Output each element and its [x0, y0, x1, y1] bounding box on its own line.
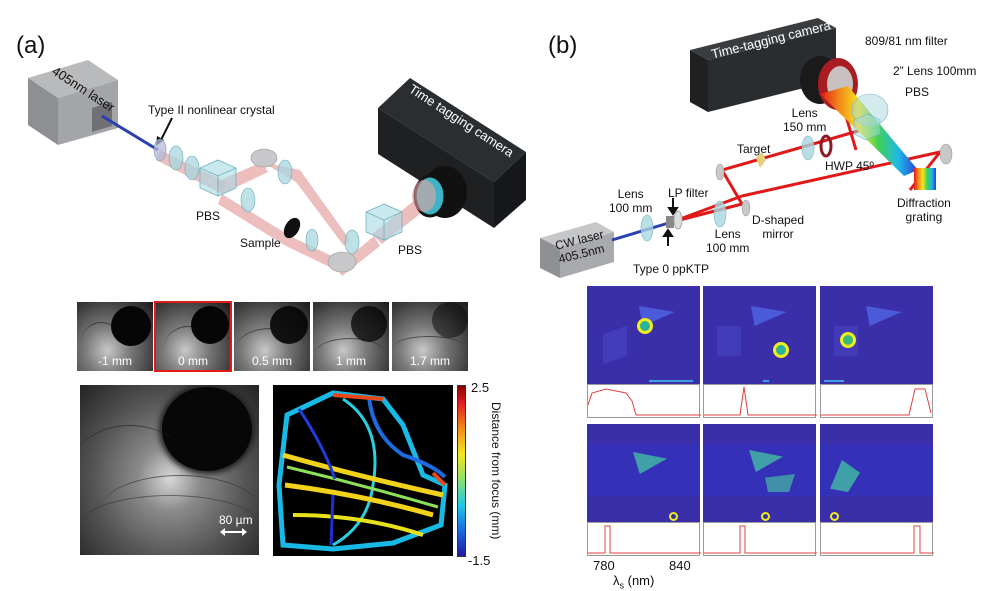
hwp-plate [819, 134, 833, 158]
focus-thumb: 0.5 mm [234, 302, 310, 371]
focus-thumb: 1 mm [313, 302, 389, 371]
colorbar-max-label: 2.5 [471, 380, 490, 395]
focus-thumb: -1 mm [77, 302, 153, 371]
panel-b-label: (b) [548, 32, 578, 59]
in-focus-image: 80 µm [80, 385, 259, 555]
focus-caption: 0 mm [178, 354, 208, 368]
focus-thumb-selected: 0 mm [154, 301, 232, 372]
target-label: Target [737, 142, 771, 156]
lenses [153, 138, 360, 255]
x-tick-840: 840 [669, 558, 691, 573]
time-tagging-camera-b [690, 18, 858, 112]
marker-circle [637, 318, 653, 334]
pump-beam [101, 114, 159, 152]
spectral-image [703, 424, 816, 522]
crystal-arrow [159, 117, 173, 143]
pbs1-label: PBS [196, 209, 221, 223]
diffraction-grating [914, 168, 936, 190]
sample-disc [283, 217, 301, 239]
sample-label: Sample [240, 236, 281, 250]
spectrum-trace [703, 522, 817, 556]
spectral-image [820, 286, 933, 384]
lens100a-label: Lens 100 mm [609, 187, 653, 215]
lp-filter-label: LP filter [668, 186, 709, 200]
marker-circle [830, 512, 839, 521]
focus-thumb: 1.7 mm [392, 302, 468, 371]
grating-label: Diffraction grating [897, 196, 951, 224]
crystal-b-label: Type 0 ppKTP [633, 262, 710, 276]
marker-circle [761, 512, 770, 521]
spectrum-trace [703, 384, 817, 418]
focus-caption: -1 mm [98, 354, 132, 368]
x-tick-780: 780 [593, 558, 615, 573]
spectrum-trace [820, 384, 933, 418]
crystal-label: Type II nonlinear crystal [148, 103, 275, 117]
lens-2in-label: 2” Lens 100mm [893, 64, 977, 78]
spectrum-trace [587, 384, 701, 418]
depth-map-vessels [276, 390, 448, 552]
depth-colorbar [457, 385, 466, 557]
d-mirror-label: D-shaped mirror [752, 213, 805, 241]
scalebar-label: 80 µm [219, 513, 253, 527]
marker-circle [669, 512, 678, 521]
hwp-label: HWP 45º [825, 159, 874, 173]
colorbar-min-label: -1.5 [468, 553, 491, 568]
spectrum-trace [820, 522, 934, 556]
cw-laser [540, 222, 614, 278]
lpfilter-arrows [662, 198, 679, 246]
x-axis-label: λs (nm) [613, 573, 655, 591]
spectrum-trace [587, 522, 701, 556]
panel-a-label: (a) [16, 32, 46, 59]
scalebar-arrow-icon [222, 531, 244, 533]
pbs2-label: PBS [398, 243, 423, 257]
pbs-b-label: PBS [905, 85, 930, 99]
crystal-b [666, 210, 683, 230]
lens100b-label: Lens 100 mm [706, 227, 750, 255]
spectral-image [587, 424, 700, 522]
time-tagging-camera-a [378, 78, 526, 228]
target-object [756, 152, 766, 168]
filter-label: 809/81 nm filter [865, 34, 948, 48]
pbs-cube-b [853, 113, 881, 141]
marker-circle [773, 342, 789, 358]
focus-caption: 1.7 mm [409, 354, 450, 368]
lens150-label: Lens 150 mm [783, 106, 827, 134]
focus-caption: 1 mm [336, 354, 366, 368]
spectral-image [587, 286, 700, 384]
laser-405nm [28, 60, 118, 145]
mirrors [250, 148, 357, 273]
pbs-cube-2 [365, 203, 403, 241]
spectral-image [703, 286, 816, 384]
marker-circle [840, 332, 856, 348]
pbs-cube-1 [199, 159, 237, 197]
mirrors-b [715, 143, 953, 217]
depth-map-image [273, 385, 453, 556]
focus-caption: 0.5 mm [251, 354, 292, 368]
spectral-image [820, 424, 933, 522]
